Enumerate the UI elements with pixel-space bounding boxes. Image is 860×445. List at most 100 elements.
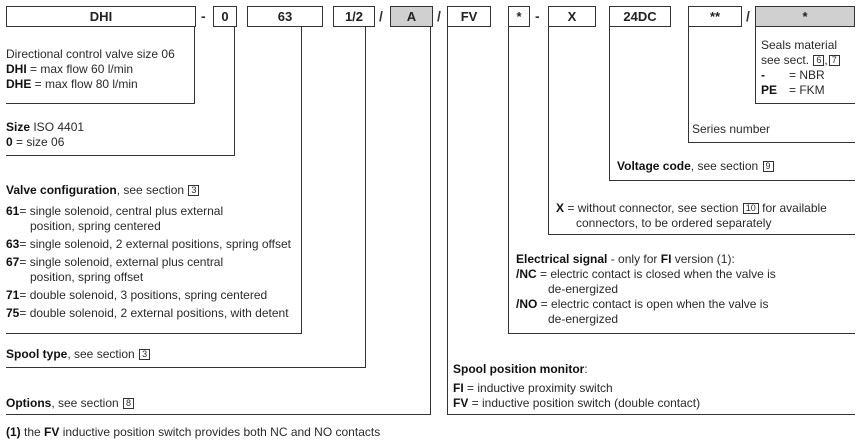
dhe-desc: = max flow 80 l/min	[31, 77, 138, 91]
code-electrical: *	[516, 9, 522, 24]
spool-type-description: Spool type, see section 3	[6, 347, 151, 362]
separator-slash: /	[379, 8, 383, 24]
leader-line	[6, 103, 195, 104]
nc-desc: = electric contact is closed when the va…	[536, 267, 776, 281]
separator-slash: /	[746, 8, 750, 24]
electrical-signal-description: Electrical signal - only for FI version …	[516, 252, 776, 327]
leader-line	[548, 27, 549, 234]
code-box-spool-type: 1/2	[333, 6, 375, 27]
valve-config-desc: = single solenoid, 2 external positions,…	[19, 237, 291, 251]
see-section-text: , see section	[116, 183, 188, 197]
spool-monitor-description: Spool position monitor: FI = inductive p…	[453, 362, 700, 411]
valve-config-desc: = single solenoid, central plus external	[19, 204, 224, 218]
code-box-size: 0	[213, 6, 237, 27]
connector-desc: = without connector, see section	[564, 201, 742, 215]
connector-code: X	[556, 201, 565, 215]
valve-config-code: 63	[6, 237, 20, 251]
seals-label: Seals material	[761, 38, 838, 52]
leader-line	[755, 103, 855, 104]
leader-line	[755, 27, 756, 103]
leader-line	[365, 27, 366, 367]
valve-config-desc: position, spring centered	[30, 219, 161, 233]
valve-config-description: Valve configuration, see section 3 61= s…	[6, 183, 291, 324]
size-label: Size	[6, 120, 31, 134]
no-desc: = electric contact is open when the valv…	[537, 297, 769, 311]
spool-monitor-label: Spool position monitor	[453, 362, 585, 376]
leader-line	[234, 27, 235, 155]
pe-desc: = FKM	[789, 83, 825, 97]
electrical-fi: FI	[660, 252, 672, 266]
fi-desc: = inductive proximity switch	[463, 381, 613, 395]
code-seals: *	[802, 9, 808, 24]
code-options: A	[406, 9, 417, 24]
separator-dash: -	[535, 8, 540, 24]
code-size: 0	[221, 9, 229, 24]
valve-config-code: 67	[6, 255, 20, 269]
size-iso: ISO 4401	[30, 120, 85, 134]
code-box-electrical: *	[508, 6, 530, 27]
section-ref: 9	[762, 161, 774, 172]
valve-config-list: 61= single solenoid, central plus extern…	[6, 204, 291, 321]
size-desc: = size 06	[12, 135, 65, 149]
fi-code: FI	[453, 381, 464, 395]
code-box-series: **	[688, 6, 742, 27]
valve-config-desc: position, spring offset	[30, 270, 144, 284]
voltage-label: Voltage code	[617, 159, 691, 173]
valve-config-code: 71	[6, 288, 20, 302]
footnote-fv: FV	[44, 425, 60, 439]
code-box-spool-monitor: FV	[447, 6, 491, 27]
dhe-item: DHE = max flow 80 l/min	[6, 77, 175, 92]
valve-config-label: Valve configuration	[6, 183, 117, 197]
section-ref: 7	[828, 55, 840, 66]
section-ref: 3	[188, 185, 200, 196]
separator-dash: -	[201, 8, 206, 24]
section-ref: 10	[742, 203, 759, 214]
options-label: Options	[6, 396, 52, 410]
valve-config-desc: = double solenoid, 2 external positions,…	[19, 306, 289, 320]
nc-desc: de-energized	[548, 282, 619, 296]
electrical-label: Electrical signal	[516, 252, 608, 266]
dhi-code: DHI	[6, 62, 27, 76]
series-label: Series number	[692, 122, 771, 136]
no-code: /NO	[516, 297, 538, 311]
leader-line	[301, 27, 302, 333]
section-ref: 8	[123, 398, 135, 409]
leader-line	[6, 155, 235, 156]
code-valve-config: 63	[277, 9, 293, 24]
dhi-description: Directional control valve size 06 DHI = …	[6, 47, 175, 92]
leader-line	[508, 27, 509, 333]
code-voltage: 24DC	[623, 9, 657, 24]
dhi-desc: = max flow 60 l/min	[26, 62, 134, 76]
valve-config-code: 61	[6, 204, 20, 218]
leader-line	[194, 27, 195, 103]
code-box-valve-config: 63	[247, 6, 323, 27]
nbr-code: -	[761, 68, 765, 82]
leader-line	[6, 414, 431, 415]
valve-config-item: 63= single solenoid, 2 external position…	[6, 237, 291, 252]
code-spool-type: 1/2	[344, 9, 364, 24]
no-desc: de-energized	[548, 312, 619, 326]
see-section-text: , see section	[67, 347, 139, 361]
electrical-text: - only for	[607, 252, 661, 266]
connector-description: X = without connector, see section 10 fo…	[556, 201, 827, 231]
dhi-item: DHI = max flow 60 l/min	[6, 62, 175, 77]
electrical-text: version (1):	[671, 252, 735, 266]
leader-line	[609, 27, 610, 180]
footnote-text: the	[20, 425, 45, 439]
valve-config-item: 75= double solenoid, 2 external position…	[6, 306, 291, 321]
colon: :	[584, 362, 588, 376]
leader-line	[6, 333, 302, 334]
separator-slash: /	[437, 8, 441, 24]
code-spool-monitor: FV	[460, 9, 478, 24]
leader-line	[548, 234, 855, 235]
seals-text: ,	[824, 53, 828, 67]
valve-config-item: 61= single solenoid, central plus extern…	[6, 204, 291, 234]
code-connector: X	[567, 9, 577, 24]
valve-config-desc: = single solenoid, external plus central	[19, 255, 224, 269]
connector-desc: connectors, to be ordered separately	[576, 216, 772, 230]
leader-line	[447, 27, 448, 414]
code-box-voltage: 24DC	[609, 6, 671, 27]
section-ref: 3	[139, 349, 151, 360]
fv-code: FV	[453, 396, 469, 410]
code-box-seals: *	[755, 6, 855, 27]
